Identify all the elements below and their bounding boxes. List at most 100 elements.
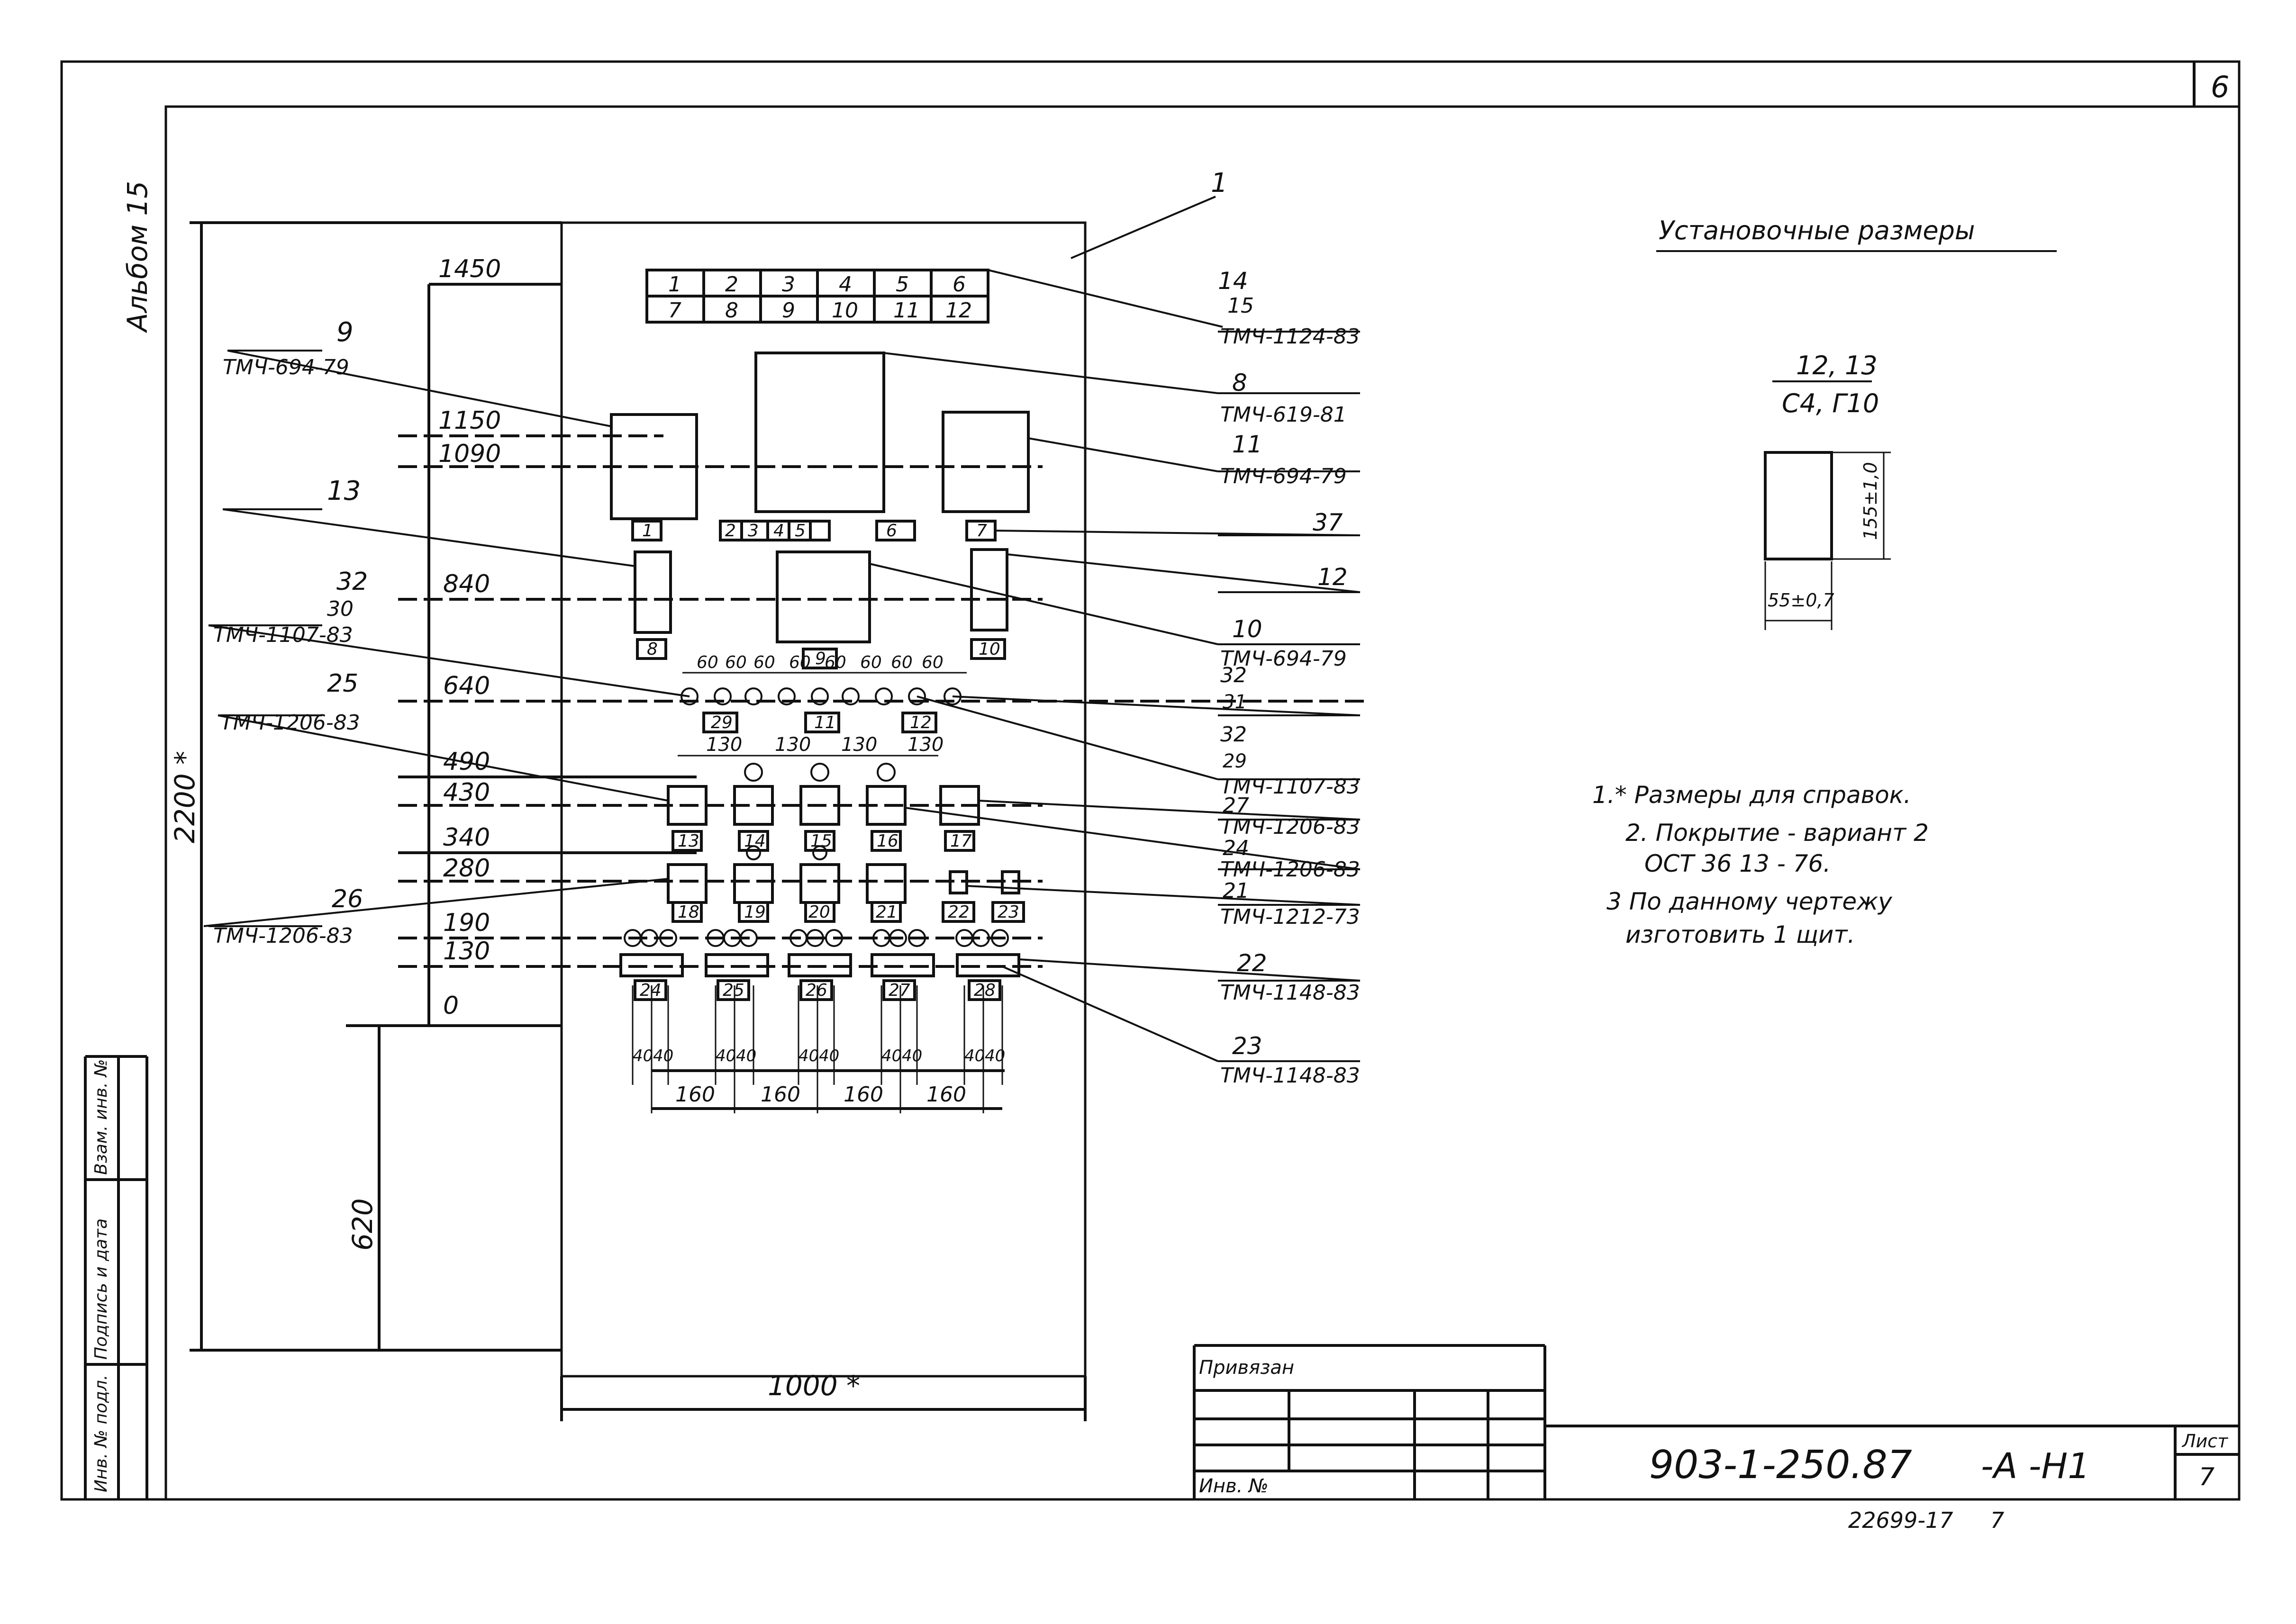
- drawing-label: 30: [327, 597, 354, 621]
- drawing-label: 160: [761, 1083, 800, 1107]
- drawing-label: 4: [773, 521, 784, 541]
- callout-right-1: 1: [1211, 168, 1228, 198]
- drawing-label: 3: [748, 521, 759, 541]
- drawing-label: 60: [860, 653, 882, 672]
- drawing-label: ТМЧ-619-81: [1220, 403, 1347, 427]
- drawing-label: 130: [706, 734, 742, 756]
- width-dim-label: 1000 *: [768, 1370, 860, 1402]
- drawing-label: 5: [896, 272, 909, 297]
- drawing-label: 17: [950, 831, 972, 851]
- drawing-label: 32: [1220, 722, 1247, 747]
- drawing-label: 60: [753, 653, 775, 672]
- drawing-label: 10: [979, 640, 1000, 659]
- drawing-label: 10: [1232, 615, 1262, 643]
- note-3b: изготовить 1 щит.: [1625, 921, 1855, 948]
- drawing-label: 7: [668, 298, 681, 323]
- drawing-label: 27: [1223, 794, 1249, 818]
- drawing-label: 11: [814, 713, 836, 732]
- note-2b: ОСТ 36 13 - 76.: [1644, 850, 1831, 877]
- drawing-label: 40: [736, 1047, 756, 1065]
- drawing-label: 15: [1227, 294, 1254, 318]
- drawing-label: ТМЧ-694-79: [1220, 647, 1347, 671]
- drawing-label: 11: [893, 298, 920, 323]
- sheet-label: Лист: [2181, 1431, 2229, 1452]
- drawing-label: 40: [633, 1047, 653, 1065]
- drawing-label: 2: [725, 272, 738, 297]
- inner-frame: [164, 105, 2241, 1501]
- device-8: [754, 352, 885, 513]
- drawing-label: ТМЧ-1206-83: [1220, 815, 1360, 839]
- drawing-label: 19: [744, 902, 766, 922]
- drawing-label: ТМЧ-1148-83: [1220, 981, 1360, 1005]
- level-190: 190: [443, 909, 490, 937]
- drawing-label: 15: [810, 831, 832, 851]
- drawing-label: 155±1,0: [1860, 462, 1881, 540]
- drawing-label: 22: [1237, 949, 1267, 977]
- drawing-label: 130: [841, 734, 877, 756]
- drawing-label: 14: [744, 831, 766, 851]
- drawing-label: 9: [782, 298, 795, 323]
- drawing-label: 40: [716, 1047, 736, 1065]
- device-12: [970, 548, 1008, 632]
- level-430: 430: [443, 778, 490, 807]
- drawing-label: 8: [647, 640, 658, 659]
- drawing-label: 21: [1223, 879, 1249, 903]
- drawing-label: С4, Г10: [1782, 388, 1879, 418]
- drawing-label: 6: [886, 521, 897, 541]
- callout-left-13: 13: [327, 476, 361, 506]
- drawing-label: 14: [1218, 267, 1248, 295]
- callout-left-32: 32: [336, 568, 368, 596]
- callout-left-9: 9: [336, 317, 354, 348]
- height-dim-label: 2200 *: [169, 751, 201, 843]
- album-label: Альбом 15: [121, 181, 154, 334]
- level-640: 640: [443, 672, 490, 700]
- document-suffix: -А -Н1: [1981, 1446, 2090, 1487]
- drawing-label: Подпись и дата: [91, 1218, 111, 1360]
- drawing-label: 40: [819, 1047, 839, 1065]
- drawing-label: 21: [876, 902, 898, 922]
- drawing-label: 18: [678, 902, 699, 922]
- level-1150: 1150: [438, 406, 501, 435]
- archive-number: 22699-17: [1848, 1507, 1953, 1533]
- drawing-label: 12: [910, 713, 932, 732]
- level-340: 340: [443, 823, 490, 852]
- drawing-label: 60: [725, 653, 747, 672]
- level-1450: 1450: [438, 255, 501, 283]
- level-0: 0: [443, 992, 459, 1020]
- drawing-label: 130: [775, 734, 811, 756]
- drawing-label: 8: [725, 298, 738, 323]
- drawing-label: 23: [998, 902, 1019, 922]
- drawing-label: ТМЧ-1212-73: [1220, 905, 1360, 929]
- drawing-label: 24: [640, 981, 662, 1000]
- sheet-number: 7: [2199, 1463, 2214, 1491]
- drawing-label: 25: [723, 981, 744, 1000]
- drawing-label: 160: [675, 1083, 715, 1107]
- device-9: [610, 413, 698, 520]
- drawing-label: 7: [976, 521, 987, 541]
- drawing-label: 29: [711, 713, 733, 732]
- drawing-label: 16: [877, 831, 898, 851]
- drawing-label: 160: [844, 1083, 883, 1107]
- level-490: 490: [443, 748, 490, 776]
- drawing-label: 11: [1232, 431, 1262, 458]
- drawing-label: 40: [985, 1047, 1005, 1065]
- drawing-label: ТМЧ-1107-83: [1220, 775, 1360, 799]
- drawing-label: ТМЧ-1148-83: [1220, 1064, 1360, 1088]
- drawing-label: 9: [815, 649, 826, 668]
- drawing-label: 10: [832, 298, 858, 323]
- drawing-label: ТМЧ-1206-83: [220, 711, 360, 735]
- drawing-label: 160: [926, 1083, 966, 1107]
- drawing-label: 60: [697, 653, 718, 672]
- drawing-label: 40: [881, 1047, 902, 1065]
- stamp-inv: Инв. №: [1199, 1475, 1269, 1497]
- drawing-label: 12, 13: [1796, 351, 1878, 380]
- drawing-label: ТМЧ-1124-83: [1220, 325, 1360, 349]
- drawing-label: ТМЧ-1206-83: [213, 924, 353, 948]
- drawing-label: 40: [799, 1047, 819, 1065]
- base-dim-label: 620: [346, 1198, 379, 1251]
- drawing-label: 2: [725, 521, 736, 541]
- corner-number: 6: [2211, 70, 2229, 104]
- drawing-label: 8: [1232, 369, 1247, 397]
- drawing-label: 60: [789, 653, 811, 672]
